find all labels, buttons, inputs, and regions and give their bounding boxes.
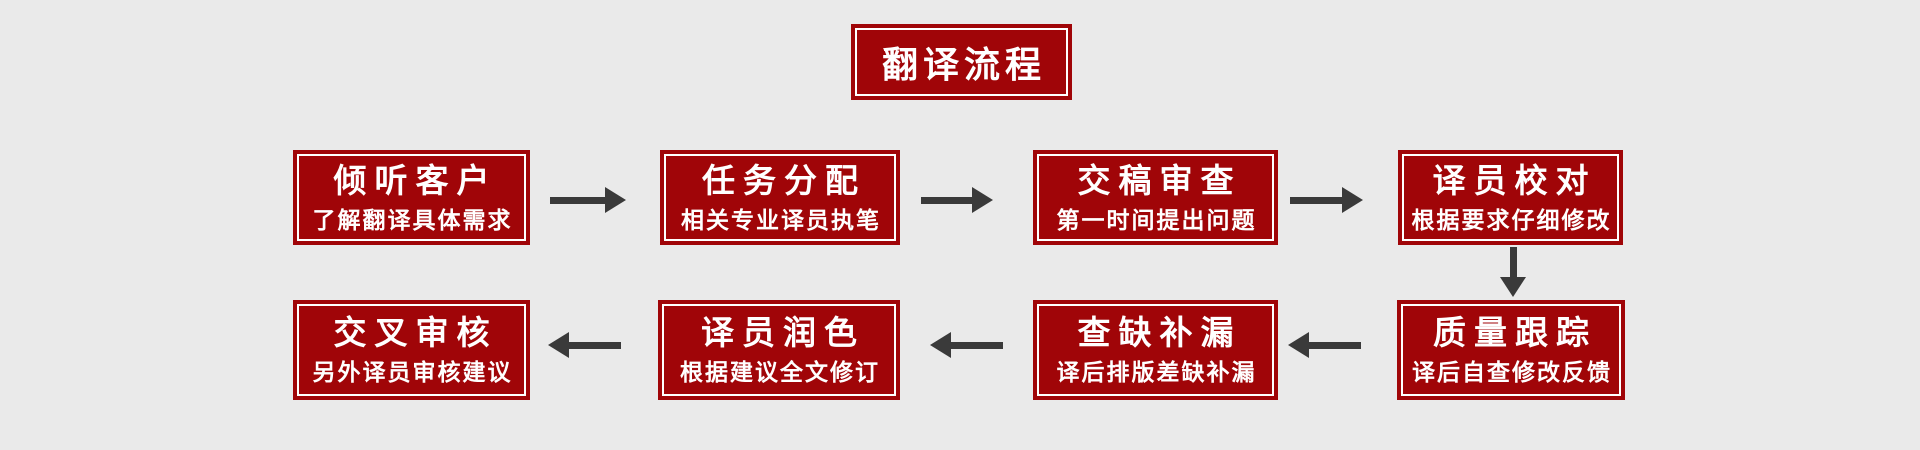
step-title: 译员校对 <box>1432 161 1597 199</box>
arrow-shaft <box>1290 196 1342 204</box>
arrow-right-icon <box>550 187 626 213</box>
arrow-shaft <box>1309 341 1361 349</box>
step-quality-tracking: 质量跟踪 译后自查修改反馈 <box>1397 300 1625 400</box>
arrow-head <box>605 187 626 213</box>
step-gap-filling: 查缺补漏 译后排版差缺补漏 <box>1033 300 1278 400</box>
step-subtitle: 根据要求仔细修改 <box>1411 206 1612 233</box>
step-title: 倾听客户 <box>333 161 498 199</box>
step-title: 查缺补漏 <box>1077 314 1242 352</box>
arrow-right-icon <box>1290 187 1363 213</box>
step-cross-review: 交叉审核 另外译员审核建议 <box>293 300 530 400</box>
arrow-right-icon <box>921 187 993 213</box>
step-translator-proofread: 译员校对 根据要求仔细修改 <box>1398 150 1623 245</box>
arrow-head <box>548 332 569 358</box>
step-subtitle: 了解翻译具体需求 <box>312 206 513 233</box>
arrow-head <box>930 332 951 358</box>
arrow-head <box>972 187 993 213</box>
step-subtitle: 根据建议全文修订 <box>680 359 880 385</box>
arrow-left-icon <box>548 332 621 358</box>
arrow-left-icon <box>930 332 1003 358</box>
flowchart-title: 翻译流程 <box>881 44 1046 85</box>
step-title: 交叉审核 <box>333 314 498 352</box>
flowchart-title-box: 翻译流程 <box>851 24 1072 100</box>
step-subtitle: 相关专业译员执笔 <box>681 206 881 233</box>
arrow-shaft <box>550 196 605 204</box>
step-subtitle: 译后排版差缺补漏 <box>1056 359 1257 385</box>
arrow-shaft <box>951 341 1003 349</box>
step-subtitle: 第一时间提出问题 <box>1056 206 1257 233</box>
step-task-assignment: 任务分配 相关专业译员执笔 <box>660 150 900 245</box>
step-draft-review: 交稿审查 第一时间提出问题 <box>1033 150 1278 245</box>
step-listen-to-client: 倾听客户 了解翻译具体需求 <box>293 150 530 245</box>
arrow-left-icon <box>1288 332 1361 358</box>
step-title: 任务分配 <box>702 161 866 199</box>
arrow-shaft <box>569 341 621 349</box>
step-title: 译员润色 <box>701 314 865 352</box>
arrow-shaft <box>1509 247 1517 277</box>
arrow-head <box>1500 277 1526 297</box>
step-subtitle: 译后自查修改反馈 <box>1412 359 1612 385</box>
step-translator-polish: 译员润色 根据建议全文修订 <box>658 300 900 400</box>
arrow-head <box>1342 187 1363 213</box>
arrow-down-icon <box>1500 247 1526 297</box>
arrow-head <box>1288 332 1309 358</box>
step-title: 交稿审查 <box>1077 161 1242 199</box>
step-subtitle: 另外译员审核建议 <box>312 359 513 385</box>
step-title: 质量跟踪 <box>1433 314 1597 352</box>
arrow-shaft <box>921 196 972 204</box>
